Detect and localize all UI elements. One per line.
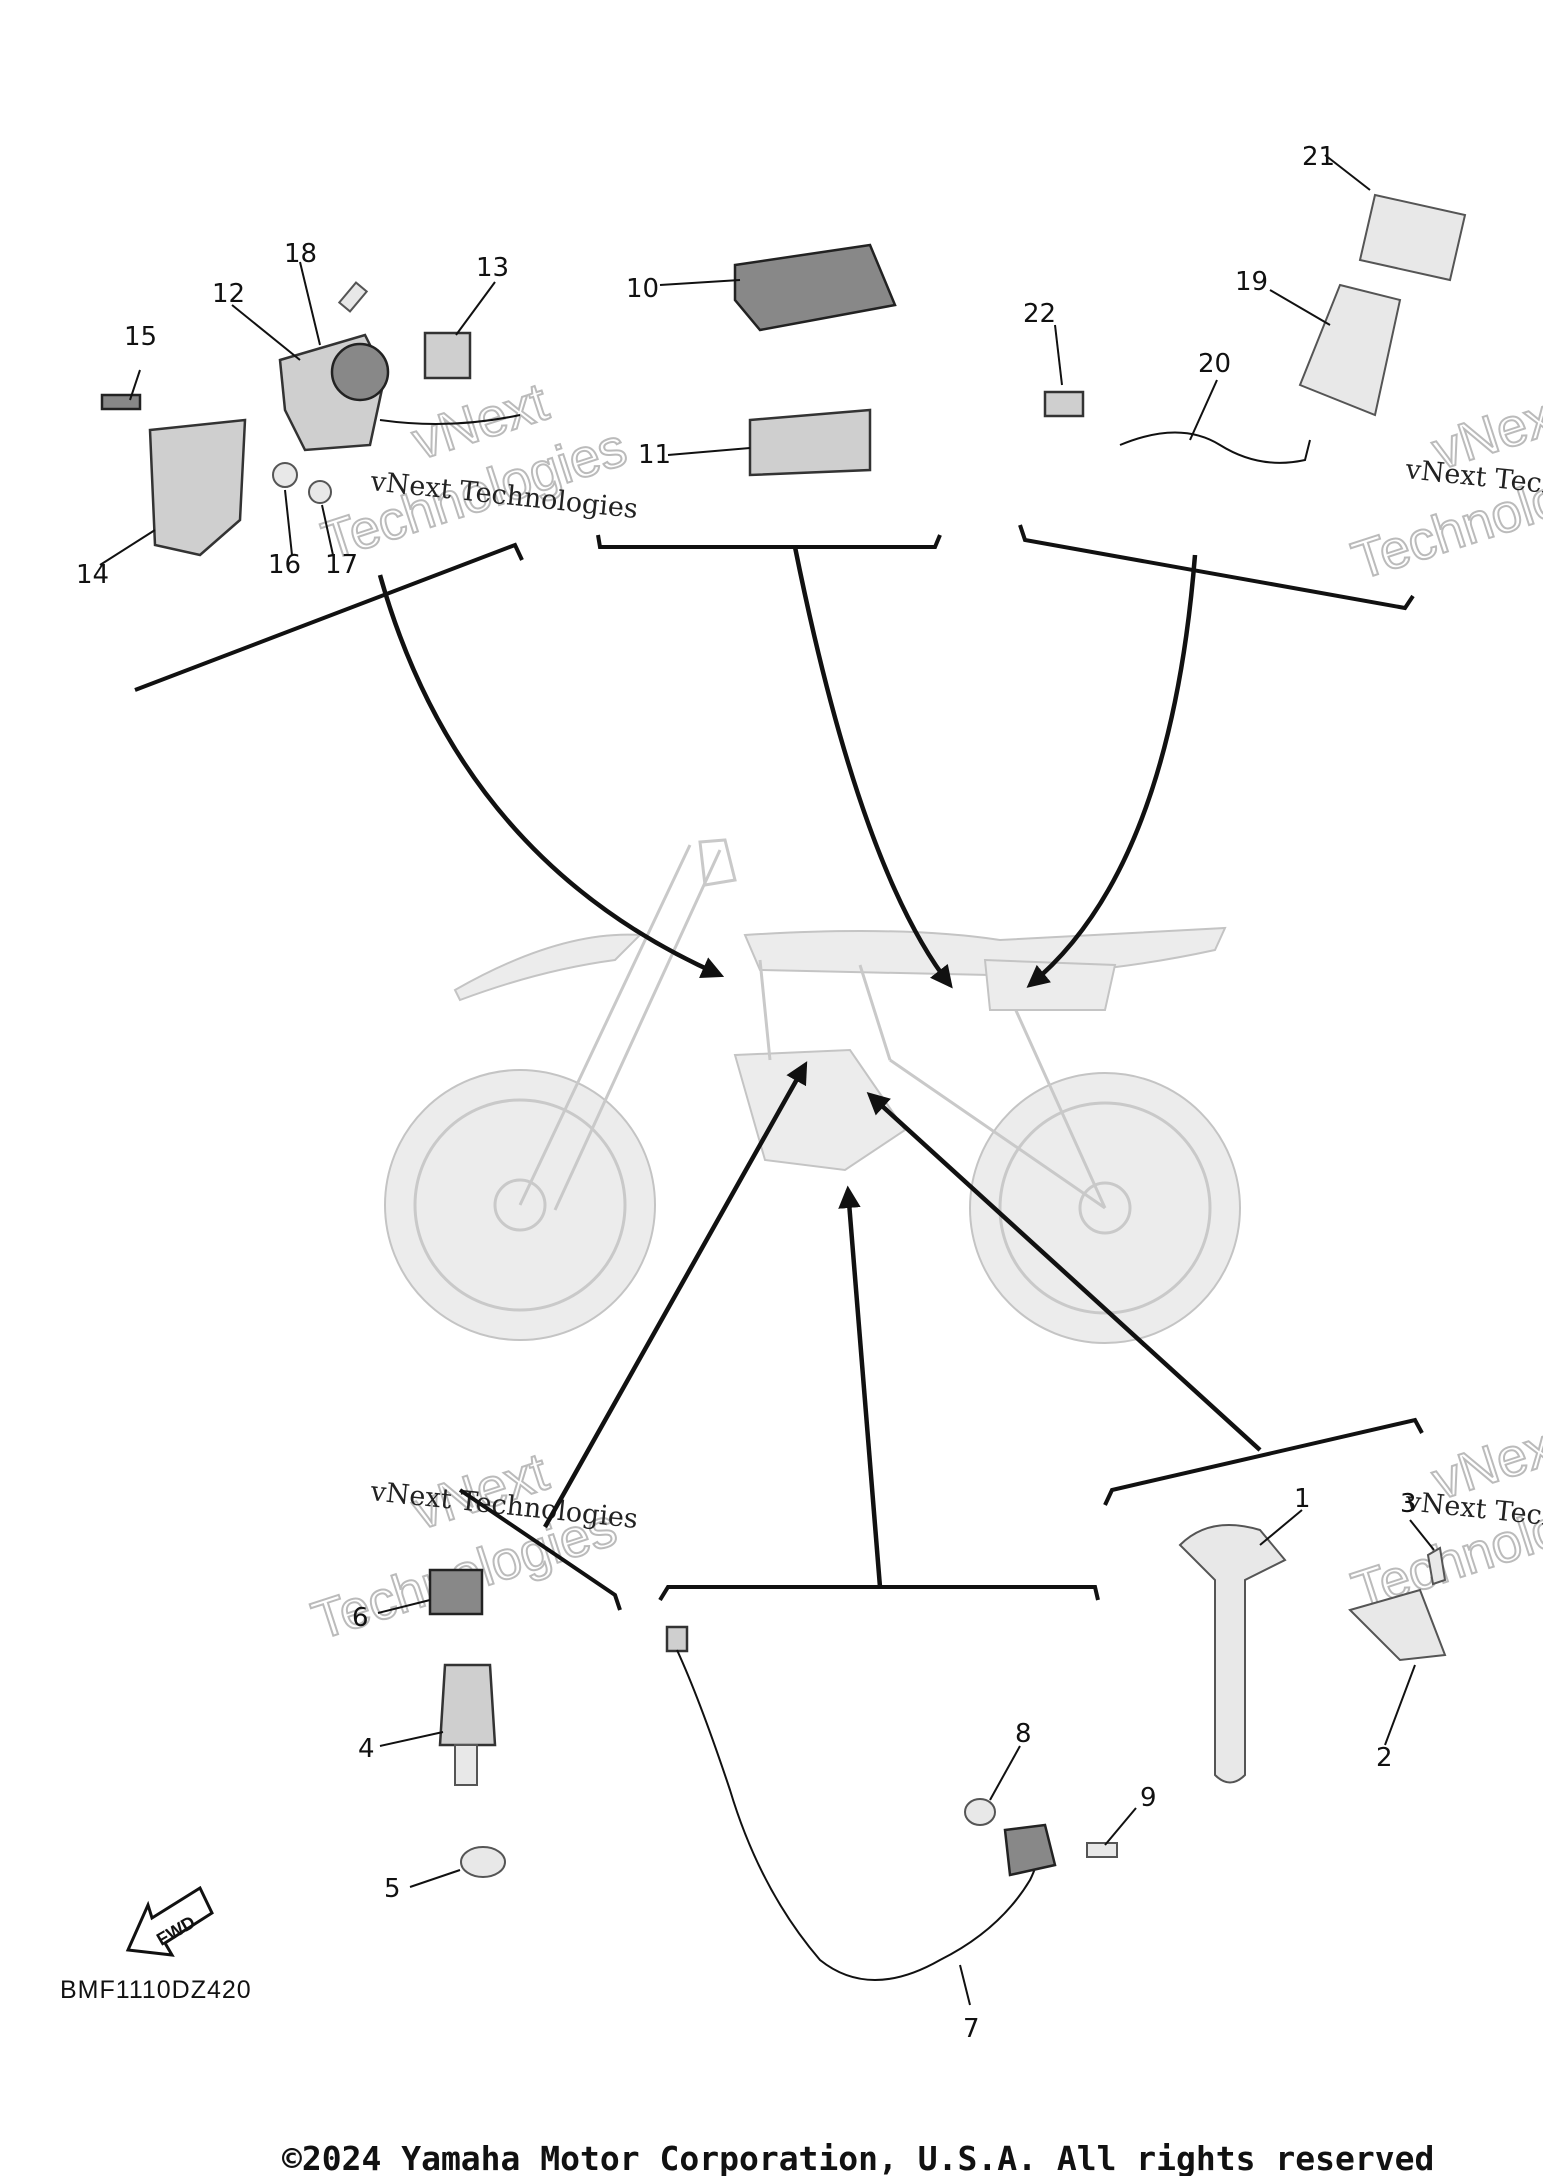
ecu-part-10 — [733, 243, 897, 332]
fwd-direction-arrow: FWD — [125, 1885, 214, 1957]
parts-bottom-right — [1178, 1524, 1447, 1784]
callout-11: 11 — [638, 440, 671, 470]
callout-12: 12 — [212, 279, 245, 309]
callout-21: 21 — [1302, 142, 1335, 172]
callout-19: 19 — [1235, 267, 1268, 297]
ignition-coil-body — [330, 342, 390, 402]
callout-10: 10 — [626, 274, 659, 304]
parts-bottom-center — [665, 1625, 1118, 1981]
bolt-part-9 — [1086, 1842, 1118, 1858]
bracket-part-14 — [148, 418, 247, 557]
callout-20: 20 — [1198, 349, 1231, 379]
parts-top-right — [1043, 193, 1467, 464]
bracket-top-center — [596, 534, 942, 549]
arrow-bottom-center — [838, 1185, 883, 1588]
parts-top-left — [100, 281, 521, 557]
callout-17: 17 — [325, 550, 358, 580]
battery-part-19 — [1298, 283, 1402, 417]
callout-8: 8 — [1015, 1719, 1032, 1749]
parts-bottom-left — [428, 1568, 506, 1878]
bolt-part-18 — [337, 281, 369, 313]
connector-part-7 — [665, 1625, 689, 1653]
boot-part — [423, 331, 472, 380]
lead-part-20 — [1119, 431, 1311, 464]
arrow-bottom-right — [866, 1091, 1262, 1452]
sensor-part-9-body — [1003, 1823, 1057, 1877]
screw-part-3 — [1426, 1546, 1447, 1586]
callout-18: 18 — [284, 239, 317, 269]
front-fork — [518, 844, 722, 1211]
leader-arrows — [377, 546, 1262, 1588]
diagram-code: BMF1110DZ420 — [60, 1976, 252, 2004]
motorcycle-illustration — [384, 838, 1241, 1344]
callout-16: 16 — [268, 550, 301, 580]
cover-part-21 — [1358, 193, 1467, 282]
callout-14: 14 — [76, 560, 109, 590]
callout-22: 22 — [1023, 299, 1056, 329]
callout-1: 1 — [1294, 1484, 1311, 1514]
engine — [733, 1048, 907, 1172]
group-brackets — [134, 524, 1424, 1611]
callout-6: 6 — [352, 1603, 369, 1633]
front-fender — [453, 933, 643, 1002]
arrow-top-center — [792, 546, 953, 989]
arrow-top-right — [1026, 554, 1198, 988]
cap-part-6 — [428, 1568, 484, 1616]
callout-15: 15 — [124, 322, 157, 352]
bracket-bottom-right — [1103, 1417, 1424, 1506]
wire-part-7 — [676, 1649, 1039, 1981]
callout-leaders — [99, 154, 1435, 2006]
arrow-top-left — [377, 574, 725, 978]
nut-part-17 — [308, 480, 332, 504]
fwd-arrow-icon — [125, 1885, 214, 1957]
bracket-top-left — [134, 542, 524, 692]
callout-5: 5 — [384, 1874, 401, 1904]
callout-7: 7 — [963, 2014, 980, 2044]
callout-4: 4 — [358, 1734, 375, 1764]
case-part-11 — [748, 408, 872, 477]
watermark-group: vNext Technologies vNext Technologies vN… — [304, 371, 1543, 1653]
bolt-part-15 — [100, 393, 142, 411]
collar-part-16 — [272, 462, 298, 488]
bracket-top-right — [1018, 524, 1415, 611]
callout-13: 13 — [476, 253, 509, 283]
o-ring-part-8 — [964, 1798, 996, 1826]
callout-2: 2 — [1376, 1743, 1393, 1773]
fuse-part-22 — [1043, 390, 1085, 418]
bracket-bottom-center — [658, 1585, 1100, 1602]
sensor-part-4 — [438, 1663, 497, 1747]
callout-3: 3 — [1400, 1489, 1417, 1519]
arrow-bottom-left — [543, 1061, 808, 1529]
bracket-bottom-left — [458, 1488, 622, 1611]
copyright-notice: ©2024 Yamaha Motor Corporation, U.S.A. A… — [282, 2139, 1434, 2176]
gasket-part-5 — [460, 1846, 506, 1878]
callout-numbers: 21 19 20 22 10 11 13 18 12 15 14 16 17 1… — [76, 142, 1417, 2044]
callout-9: 9 — [1140, 1783, 1157, 1813]
cable-bracket-part-2 — [1348, 1588, 1447, 1662]
parts-top-center — [733, 243, 897, 477]
throttle-grip-part-1 — [1178, 1524, 1287, 1784]
sensor-thread — [454, 1744, 478, 1786]
